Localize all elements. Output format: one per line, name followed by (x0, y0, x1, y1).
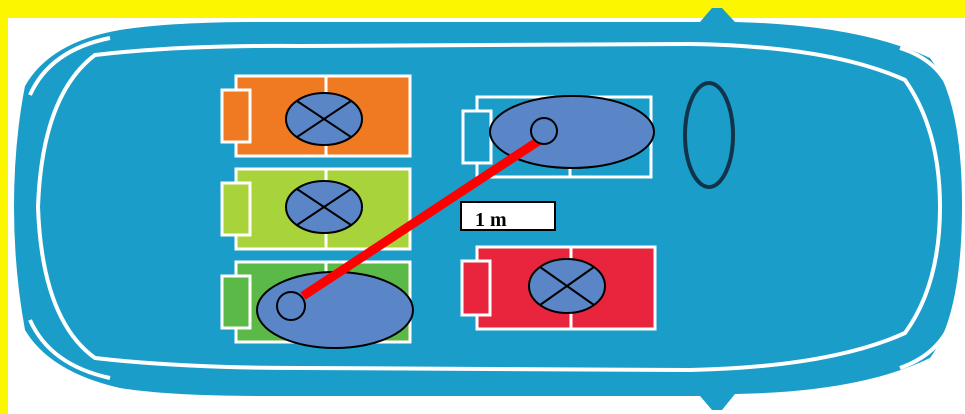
head-rear-occupant (276, 291, 306, 321)
distance-label: 1 m (475, 209, 507, 231)
car-inner-outline (35, 41, 943, 373)
distance-line (300, 136, 543, 300)
front-left-light (899, 46, 957, 106)
head-driver (530, 117, 558, 145)
front-right-light (899, 309, 957, 370)
steering-wheel (683, 81, 735, 189)
rear-left-light (28, 36, 111, 96)
unoccupied-seat-marker-orange (285, 92, 363, 146)
unoccupied-seat-marker-red (528, 258, 606, 314)
distance-label-box (460, 201, 556, 231)
rear-right-light (28, 319, 111, 380)
unoccupied-seat-marker-lime (285, 180, 363, 234)
